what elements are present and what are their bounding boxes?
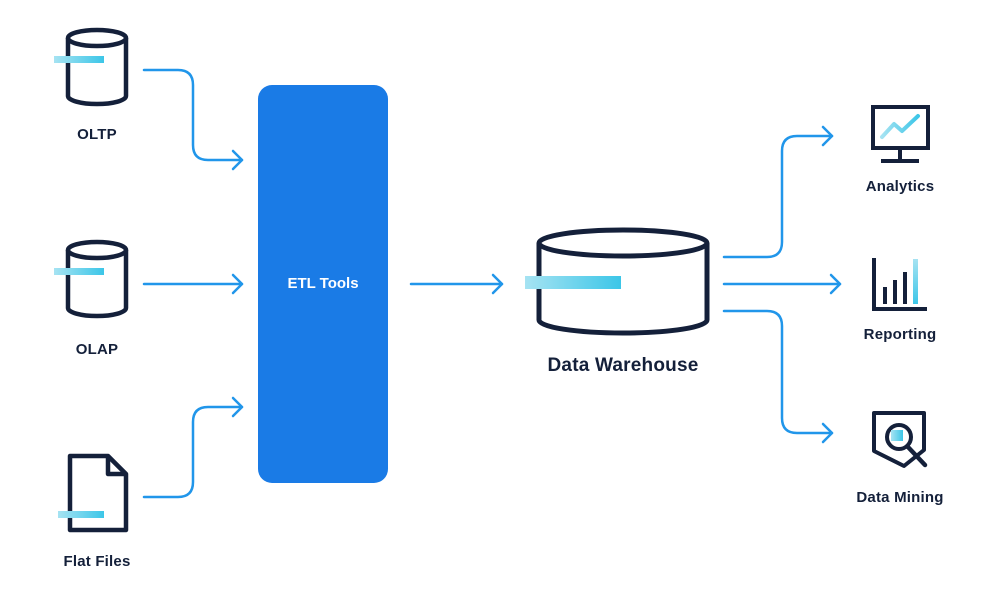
monitor-chart-icon [871, 105, 930, 163]
etl-tools-label: ETL Tools [287, 275, 359, 292]
etl-tools-box [258, 85, 388, 483]
arrow-flatfiles-to-etl [142, 405, 244, 499]
arrow-warehouse-to-analytics [722, 134, 834, 259]
arrowhead-icon [829, 273, 842, 295]
arrow-warehouse-to-datamining [722, 309, 834, 435]
arrowhead-icon [821, 125, 834, 147]
oltp-database-icon [54, 27, 129, 107]
arrow-oltp-to-etl [142, 68, 244, 162]
arrowhead-icon [231, 396, 244, 418]
arrowhead-icon [491, 273, 504, 295]
olap-database-icon [54, 239, 129, 319]
arrowhead-icon [231, 273, 244, 295]
output-label-analytics: Analytics [865, 178, 935, 195]
output-label-reporting: Reporting [863, 326, 937, 343]
bar-chart-icon [872, 258, 927, 311]
warehouse-cylinder-icon [525, 227, 710, 336]
output-label-data-mining: Data Mining [856, 489, 944, 506]
source-label-oltp: OLTP [77, 126, 117, 143]
flat-file-icon [58, 453, 129, 533]
magnifier-shield-icon [872, 411, 928, 468]
arrowhead-icon [821, 422, 834, 444]
arrowhead-icon [231, 149, 244, 171]
source-label-olap: OLAP [75, 341, 119, 358]
source-label-flat-files: Flat Files [63, 553, 131, 570]
warehouse-label: Data Warehouse [547, 355, 699, 376]
